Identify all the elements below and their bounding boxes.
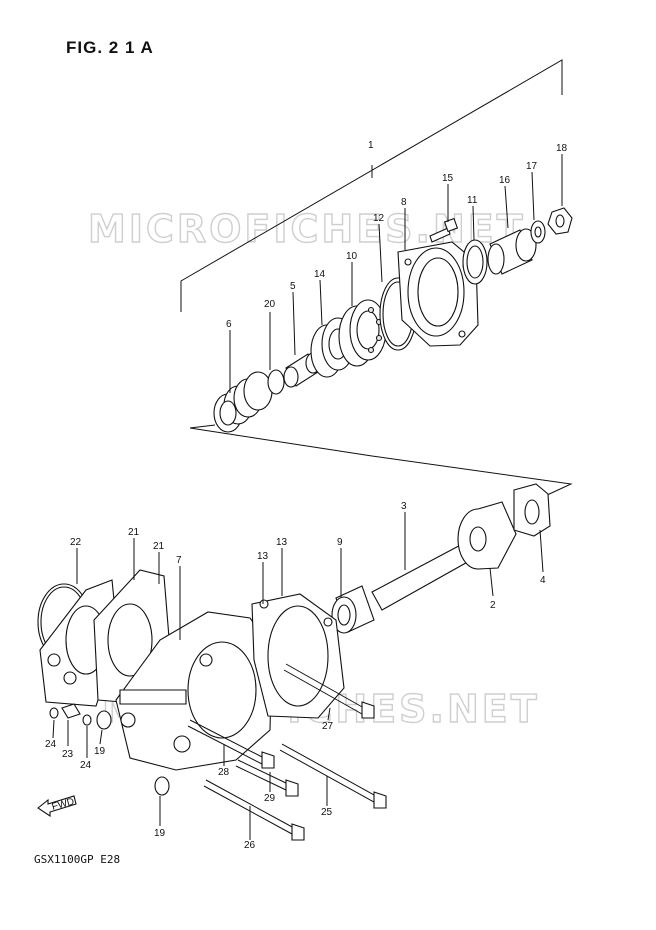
part-27-bolt bbox=[283, 663, 375, 719]
callout-13a: 13 bbox=[257, 551, 269, 562]
fwd-label: FWD bbox=[51, 796, 76, 813]
callout-18: 18 bbox=[556, 143, 568, 154]
callout-15: 15 bbox=[442, 173, 454, 184]
part-16-coupling bbox=[487, 228, 537, 275]
part-26-bolt bbox=[203, 779, 305, 841]
callout-5: 5 bbox=[290, 281, 296, 292]
part-11-ring bbox=[462, 239, 488, 285]
callout-4: 4 bbox=[540, 575, 546, 586]
watermark-top: MICROFICHES.NET bbox=[88, 207, 526, 251]
callout-23: 23 bbox=[62, 749, 74, 760]
part-28-bolt bbox=[187, 719, 275, 769]
callout-26: 26 bbox=[244, 840, 256, 851]
part-13-gasket bbox=[251, 593, 345, 719]
callout-16: 16 bbox=[499, 175, 511, 186]
callout-28: 28 bbox=[218, 767, 230, 778]
callout-19a: 19 bbox=[94, 746, 106, 757]
callout-29: 29 bbox=[264, 793, 276, 804]
model-label: GSX1100GP E28 bbox=[34, 853, 121, 866]
callout-2: 2 bbox=[490, 600, 496, 611]
callout-25: 25 bbox=[321, 807, 333, 818]
assembly-bracket bbox=[180, 59, 573, 497]
part-9-bearing bbox=[331, 585, 375, 634]
callout-14: 14 bbox=[314, 269, 326, 280]
callout-20: 20 bbox=[264, 299, 276, 310]
part-18-nut bbox=[547, 207, 573, 235]
part-8-bearing-case bbox=[397, 241, 479, 347]
part-20-ring bbox=[267, 369, 285, 395]
part-10-bearing bbox=[338, 299, 387, 367]
figure-title: FIG. 2 1 A bbox=[66, 38, 154, 57]
part-29-bolt bbox=[235, 759, 299, 797]
callout-24a: 24 bbox=[45, 739, 57, 750]
leader-lines bbox=[52, 154, 563, 840]
part-23-pin bbox=[61, 703, 81, 719]
callout-21a: 21 bbox=[128, 527, 140, 538]
part-4-coupler bbox=[513, 483, 551, 537]
part-25-bolt bbox=[279, 743, 387, 809]
callout-21b: 21 bbox=[153, 541, 165, 552]
callout-10: 10 bbox=[346, 251, 358, 262]
callout-6: 6 bbox=[226, 319, 232, 330]
part-2-gear bbox=[457, 501, 517, 570]
callout-11: 11 bbox=[467, 195, 478, 206]
callout-7: 7 bbox=[176, 555, 182, 566]
callout-12: 12 bbox=[373, 213, 385, 224]
callouts: 1 2 3 4 5 6 7 8 9 10 11 12 13 13 14 15 1… bbox=[45, 140, 568, 851]
callout-9: 9 bbox=[337, 537, 343, 548]
part-7-housing bbox=[115, 611, 273, 771]
callout-3: 3 bbox=[401, 501, 407, 512]
callout-17: 17 bbox=[526, 161, 538, 172]
part-17-washer bbox=[530, 220, 546, 244]
callout-13b: 13 bbox=[276, 537, 288, 548]
part-24-washer bbox=[49, 707, 92, 726]
callout-19b: 19 bbox=[154, 828, 166, 839]
callout-24b: 24 bbox=[80, 760, 92, 771]
part-19-bushing bbox=[96, 710, 170, 796]
callout-8: 8 bbox=[401, 197, 407, 208]
part-6-boot bbox=[213, 371, 273, 433]
callout-22: 22 bbox=[70, 537, 82, 548]
callout-1: 1 bbox=[368, 140, 374, 151]
callout-27: 27 bbox=[322, 721, 334, 732]
fwd-arrow-icon: FWD bbox=[37, 795, 77, 818]
